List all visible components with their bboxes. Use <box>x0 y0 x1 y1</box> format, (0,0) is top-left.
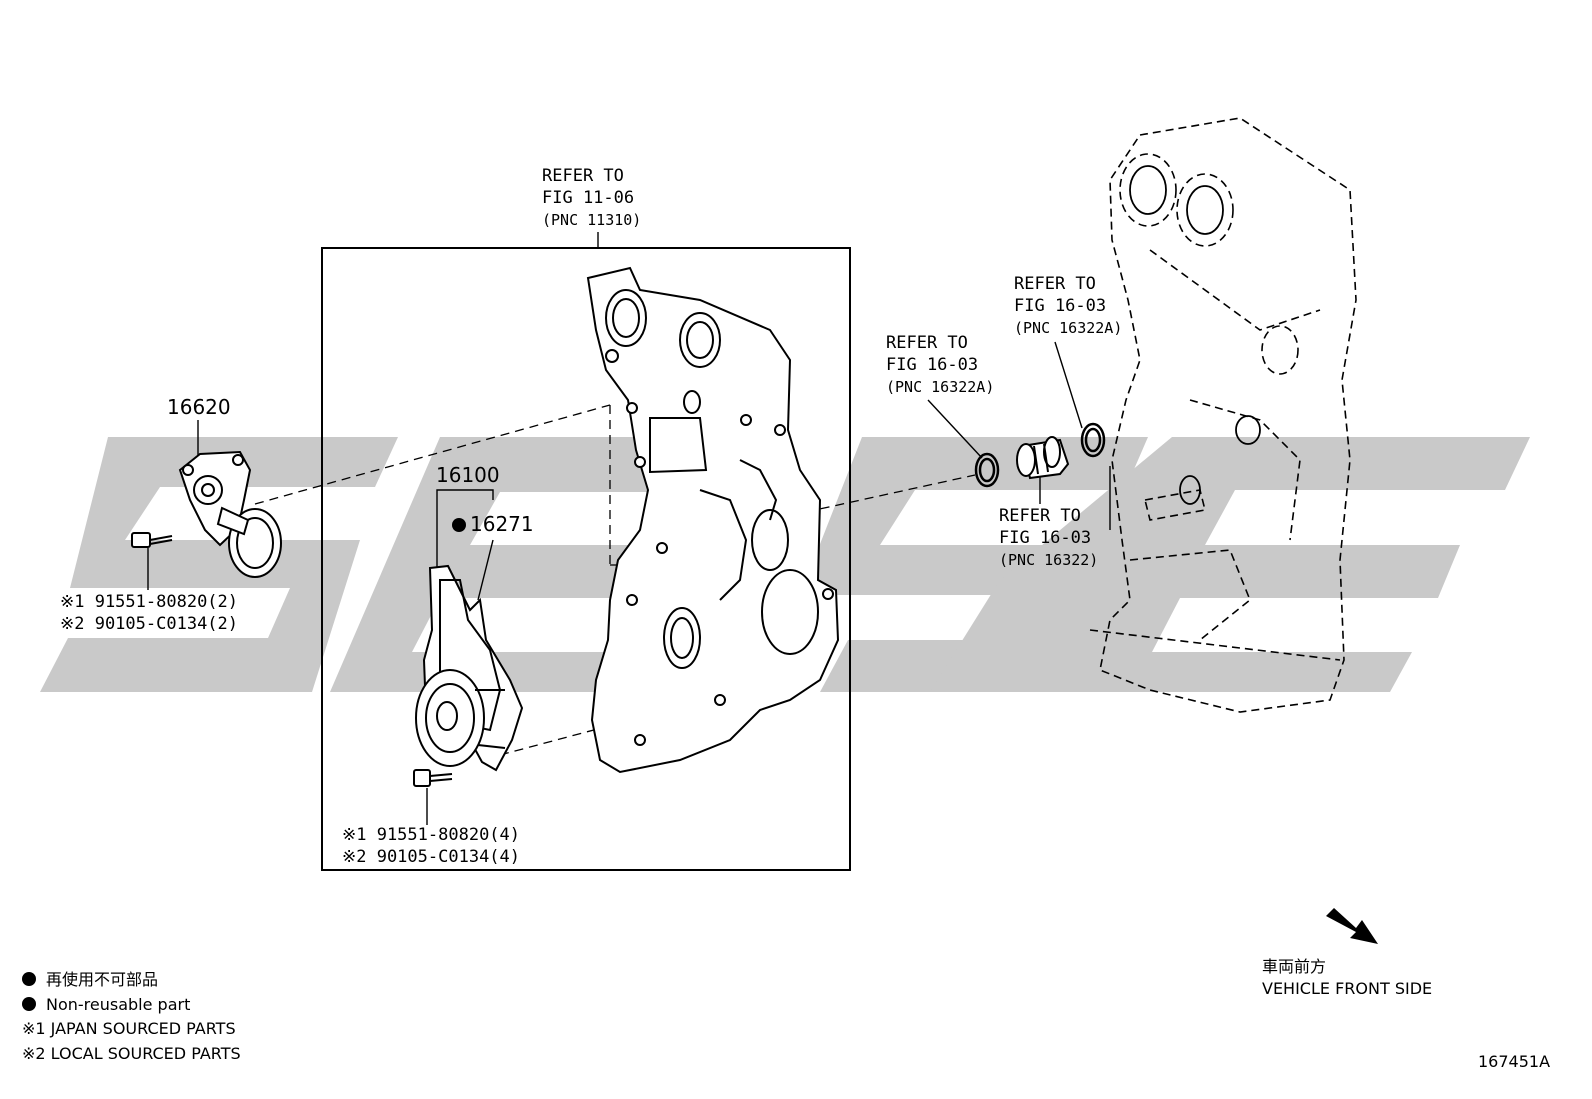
water-pump-part-number[interactable]: 16100 <box>436 463 500 487</box>
ref-line: REFER TO <box>886 333 968 353</box>
legend: 再使用不可部品 Non-reusable part ※1 JAPAN SOURC… <box>22 968 241 1066</box>
o-ring-right-icon <box>1080 422 1106 458</box>
bolt-part-number: ※2 90105-C0134(4) <box>342 847 521 867</box>
vehicle-front-side-label: 車両前方 VEHICLE FRONT SIDE <box>1262 956 1432 1000</box>
ref-line: FIG 16-03 <box>1014 296 1107 316</box>
legend-row: 再使用不可部品 <box>22 968 241 993</box>
bolt-part-number: ※1 91551-80820(4) <box>342 825 521 845</box>
ref-line: (PNC 16322) <box>999 551 1099 569</box>
pump-bolt-labels[interactable]: ※1 91551-80820(4) ※2 90105-C0134(4) <box>342 824 520 868</box>
watermark-logo <box>40 437 1530 692</box>
engine-block-drawing <box>1089 117 1357 713</box>
non-reusable-marker <box>452 518 466 532</box>
gasket-part-number[interactable]: 16271 <box>470 512 534 536</box>
ref-line: FIG 16-03 <box>999 528 1092 548</box>
legend-text: Non-reusable part <box>46 994 191 1014</box>
engine-block-solid <box>1129 165 1261 505</box>
ref-line: FIG 11-06 <box>542 188 635 208</box>
figure-id: 167451A <box>1478 1052 1551 1071</box>
ref-line: (PNC 11310) <box>542 211 642 229</box>
o-ring-left-icon <box>974 452 1000 488</box>
ref-line: REFER TO <box>999 506 1081 526</box>
bullet-icon <box>22 996 36 1011</box>
fitting-ref[interactable]: REFER TO FIG 16-03 (PNC 16322) <box>999 505 1098 571</box>
tensioner-bolt-icon <box>131 532 173 548</box>
ref-line: (PNC 16322A) <box>886 378 995 396</box>
arrow-down-right-icon <box>1326 908 1378 944</box>
front-side-en: VEHICLE FRONT SIDE <box>1262 979 1433 998</box>
tensioner-bolt-labels[interactable]: ※1 91551-80820(2) ※2 90105-C0134(2) <box>60 591 238 635</box>
legend-text: 再使用不可部品 <box>46 970 159 989</box>
bolt-part-number: ※2 90105-C0134(2) <box>60 614 239 634</box>
assembly-frame <box>321 247 851 871</box>
ref-line: (PNC 16322A) <box>1014 319 1123 337</box>
ref-line: FIG 16-03 <box>886 355 979 375</box>
ref-line: REFER TO <box>1014 274 1096 294</box>
o-ring-left-ref[interactable]: REFER TO FIG 16-03 (PNC 16322A) <box>886 332 994 398</box>
tensioner-part-number[interactable]: 16620 <box>167 395 231 419</box>
timing-cover-drawing <box>586 266 840 774</box>
legend-row: ※2 LOCAL SOURCED PARTS <box>22 1043 241 1063</box>
legend-row: ※1 JAPAN SOURCED PARTS <box>22 1019 236 1038</box>
tensioner-drawing <box>178 450 282 578</box>
front-side-jp: 車両前方 <box>1262 957 1327 976</box>
timing-cover-ref[interactable]: REFER TO FIG 11-06 (PNC 11310) <box>542 165 641 231</box>
bolt-part-number: ※1 91551-80820(2) <box>60 592 239 612</box>
bullet-icon <box>22 972 36 986</box>
leader-lines <box>147 232 1111 825</box>
legend-row: Non-reusable part <box>22 993 241 1018</box>
water-pump-drawing <box>415 564 524 772</box>
water-inlet-fitting-icon <box>1016 436 1070 480</box>
ref-line: REFER TO <box>542 166 624 186</box>
o-ring-right-ref[interactable]: REFER TO FIG 16-03 (PNC 16322A) <box>1014 273 1122 339</box>
pump-bolt-icon <box>413 769 453 787</box>
